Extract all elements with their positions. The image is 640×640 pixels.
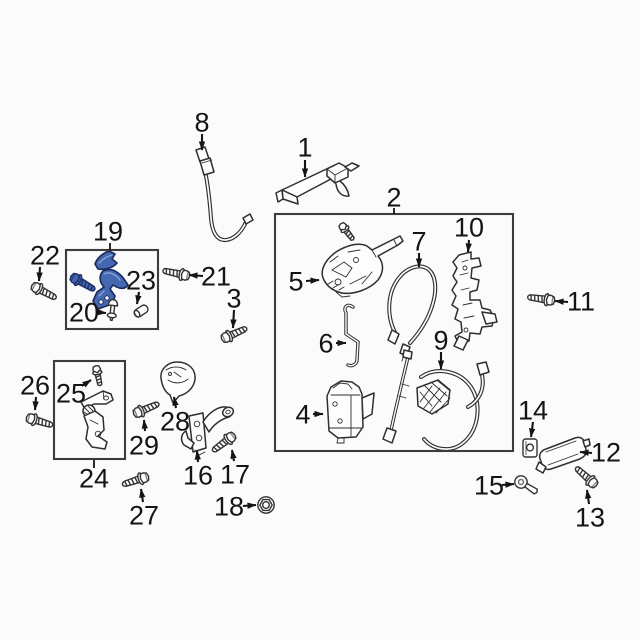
part-19-bolt-highlighted <box>67 270 99 296</box>
part-19-bracket-highlighted <box>92 250 129 310</box>
callout-arrow-21 <box>188 272 204 279</box>
group-box-highlighted-bracket <box>64 248 160 331</box>
callout-9: 9 <box>433 326 448 356</box>
part-4-lock-actuator <box>326 380 375 444</box>
callout-28: 28 <box>160 407 190 437</box>
part-16-door-check <box>180 406 235 456</box>
part-14-square-clip <box>522 438 538 458</box>
callout-5: 5 <box>288 267 303 297</box>
callout-arrow-17 <box>230 449 237 462</box>
callout-15: 15 <box>474 471 504 501</box>
callout-10: 10 <box>454 213 484 243</box>
callout-arrow-23 <box>135 291 142 305</box>
callout-26: 26 <box>20 371 50 401</box>
callout-arrow-26 <box>32 396 39 411</box>
part-10-latch-bracket <box>451 251 498 351</box>
part-11-bolt <box>526 290 557 308</box>
part-27-bolt <box>119 469 152 492</box>
callout-arrow-5 <box>305 277 320 284</box>
callout-arrow-28 <box>172 396 179 409</box>
part-12-exterior-handle <box>535 436 591 474</box>
callout-7: 7 <box>411 227 426 257</box>
callout-arrow-20 <box>95 308 107 316</box>
part-15-push-pin <box>511 472 542 499</box>
part-21-bolt <box>161 263 192 283</box>
part-26-bolt <box>23 410 56 432</box>
callout-18: 18 <box>214 492 244 522</box>
callout-arrow-12 <box>579 449 593 456</box>
part-28-check-bracket <box>160 361 196 404</box>
callout-29: 29 <box>129 431 159 461</box>
callout-8: 8 <box>194 108 209 138</box>
callout-20: 20 <box>69 298 99 328</box>
callout-14: 14 <box>518 396 548 426</box>
callout-11: 11 <box>567 287 595 317</box>
part-7-latch-cable <box>387 264 438 362</box>
callout-arrow-3 <box>230 309 237 329</box>
part-22-bolt <box>28 279 60 305</box>
callout-1: 1 <box>297 133 312 163</box>
callout-arrow-15 <box>501 481 515 488</box>
callout-21: 21 <box>201 262 231 292</box>
callout-22: 22 <box>30 241 60 271</box>
part-20-stud-rivet <box>106 298 119 322</box>
callout-arrow-18 <box>242 502 257 509</box>
callout-4: 4 <box>295 400 310 430</box>
callout-arrow-25 <box>81 379 92 388</box>
callout-3: 3 <box>226 284 241 314</box>
callout-arrow-22 <box>36 266 43 282</box>
part-18-nut <box>257 496 275 514</box>
callout-arrow-16 <box>194 450 201 463</box>
callout-23: 23 <box>126 266 156 296</box>
callout-arrow-27 <box>139 488 146 503</box>
part-9-release-cable <box>382 349 490 452</box>
callout-25: 25 <box>56 379 86 409</box>
part-23-retainer-clip <box>132 303 151 320</box>
callout-arrow-14 <box>528 421 536 438</box>
part-3-bolt <box>218 322 250 346</box>
part-6-lock-rod <box>343 303 360 368</box>
part-8-lock-cable <box>195 146 254 243</box>
callout-27: 27 <box>129 501 159 531</box>
group-box-hinge-kit <box>52 359 127 461</box>
callout-6: 6 <box>318 329 333 359</box>
part-24-hinge-brackets <box>80 390 114 450</box>
callout-arrow-13 <box>585 489 592 505</box>
callout-16: 16 <box>183 461 213 491</box>
part-17-bolt <box>208 429 239 457</box>
callout-arrow-11 <box>554 298 569 305</box>
callout-13: 13 <box>575 503 605 533</box>
assembly-screw <box>336 220 358 244</box>
part-1-handle-reinforcement <box>275 162 360 205</box>
callout-24: 24 <box>79 464 109 494</box>
callout-19: 19 <box>93 217 123 247</box>
part-5-door-latch <box>321 235 404 298</box>
callout-2: 2 <box>386 183 401 213</box>
callout-arrow-10 <box>465 239 472 253</box>
part-25-screw <box>90 364 106 388</box>
callout-12: 12 <box>591 438 621 468</box>
callout-arrow-29 <box>141 419 148 432</box>
callout-17: 17 <box>220 460 250 490</box>
part-29-bolt <box>130 397 162 421</box>
